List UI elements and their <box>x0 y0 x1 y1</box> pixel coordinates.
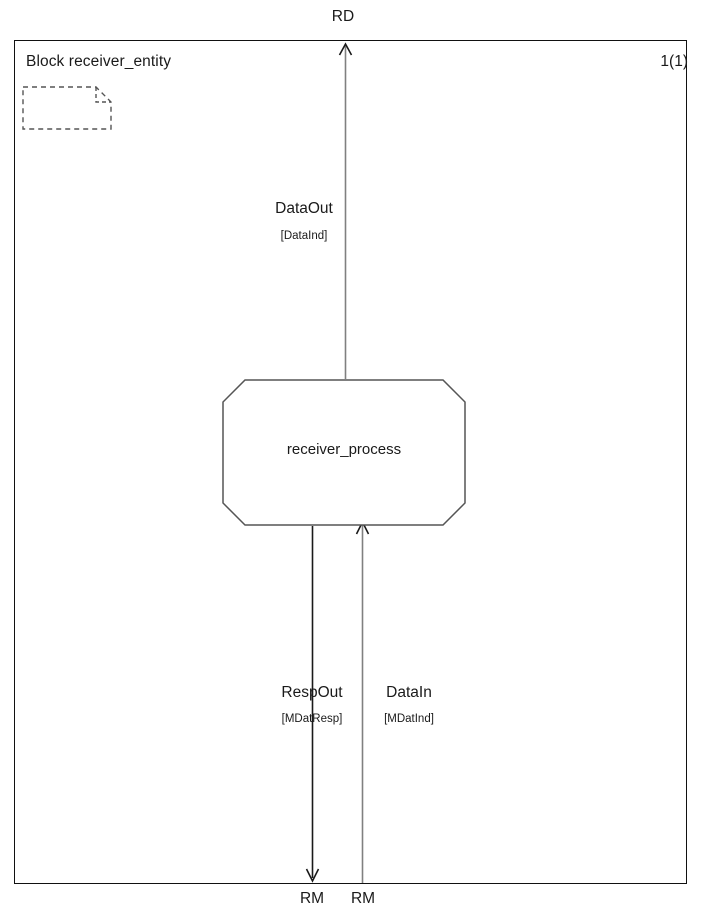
channel-endpoint-rm-right: RM <box>350 890 376 907</box>
arrowhead-up-rd <box>338 42 353 56</box>
text-extension-symbol[interactable] <box>22 86 112 130</box>
process-label: receiver_process <box>286 441 402 458</box>
gate-label-dataout: DataOut <box>275 200 333 217</box>
page-title: Block receiver_entity <box>26 53 172 70</box>
channel-line-rd <box>338 42 353 379</box>
signal-list-dataout: [DataInd] <box>280 230 328 242</box>
gate-label-datain: DataIn <box>386 684 432 701</box>
arrowhead-down-rm-left <box>305 868 320 883</box>
note-outline <box>22 86 112 130</box>
signal-list-datain: [MDatInd] <box>384 713 434 725</box>
process-symbol[interactable] <box>222 379 466 526</box>
block-frame <box>14 40 687 884</box>
channel-endpoint-rm-left: RM <box>299 890 325 907</box>
channel-endpoint-rd: RD <box>331 8 355 25</box>
channel-line-rm-left <box>305 526 320 883</box>
signal-list-respout: [MDatResp] <box>281 713 343 725</box>
note-folded-corner <box>95 87 111 103</box>
page-indicator: 1(1) <box>660 53 688 70</box>
gate-label-respout: RespOut <box>281 684 343 701</box>
process-outline <box>222 379 466 526</box>
